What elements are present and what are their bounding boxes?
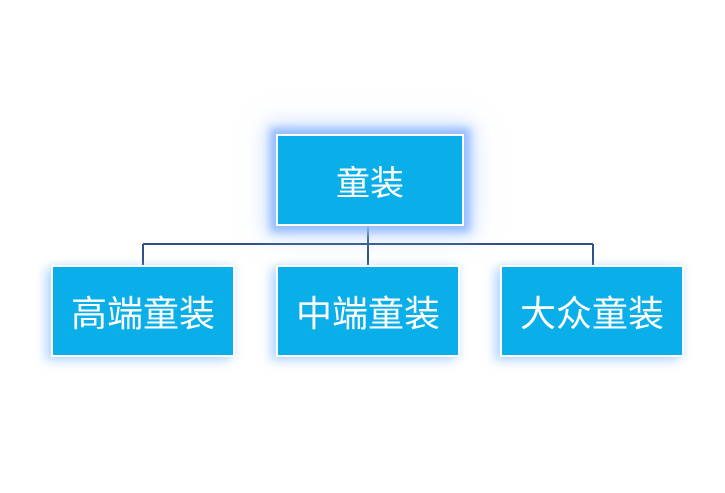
root-node-childrens-clothing: 童装 [276,134,464,226]
child-node-mid-range: 中端童装 [276,265,460,357]
child-node-mass-market: 大众童装 [500,265,684,357]
child-node-high-end: 高端童装 [51,265,235,357]
